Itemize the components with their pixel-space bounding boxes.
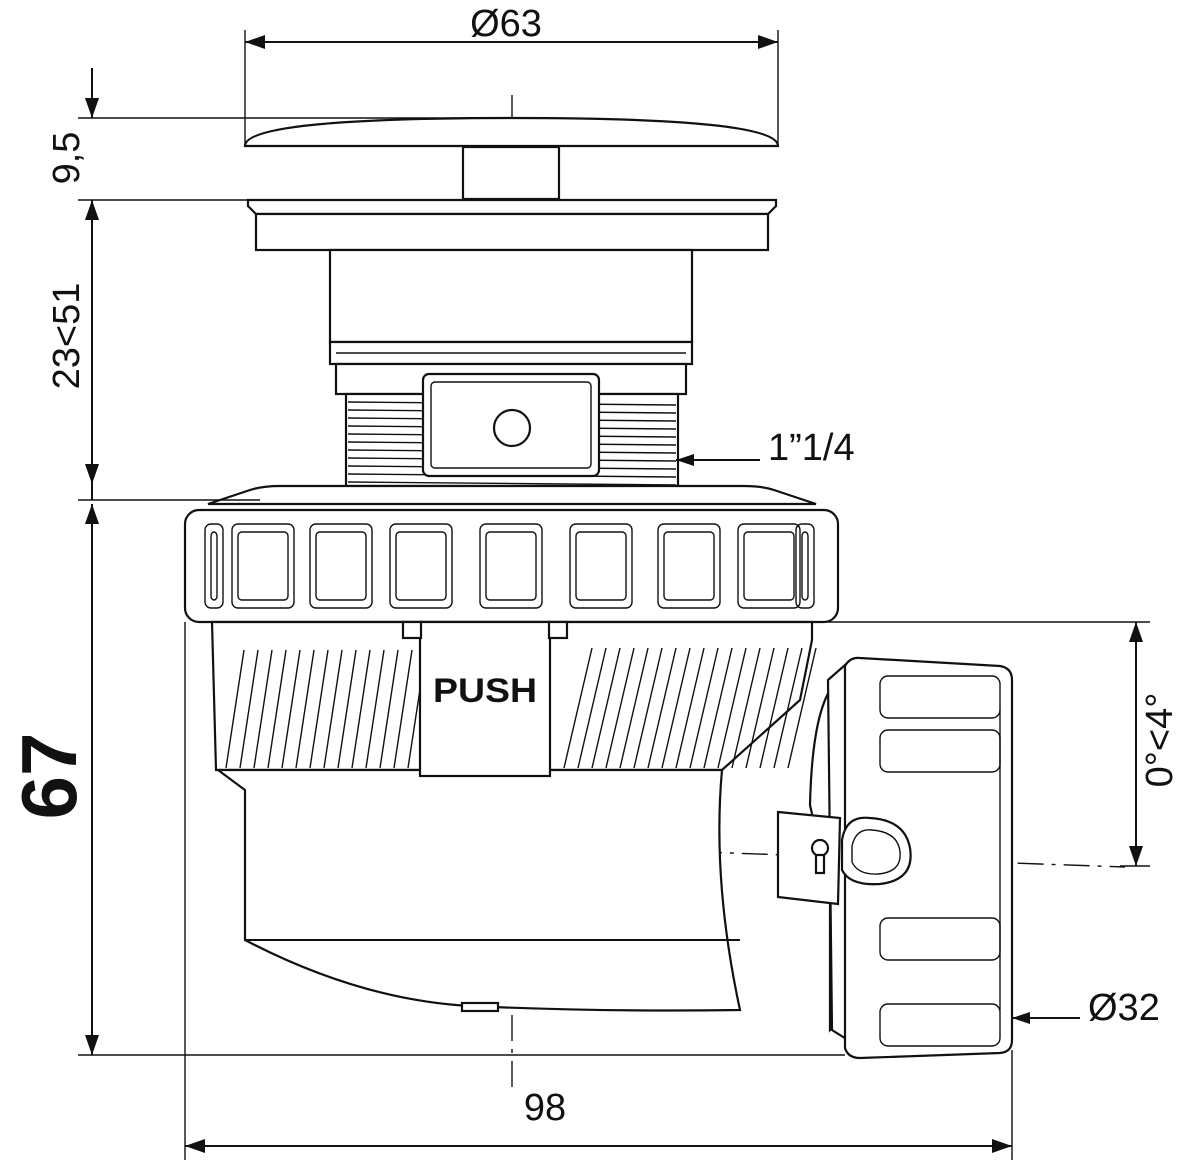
body-rib (337, 649, 357, 769)
dimension-thread: 1”1/4 (676, 427, 855, 469)
outlet-clip (776, 810, 912, 906)
nut-slot-inner (315, 531, 367, 601)
nut-slot-inner (575, 531, 627, 601)
body-rib (745, 647, 775, 769)
body-rib (351, 649, 371, 769)
nut-slot (569, 523, 633, 609)
nut-slot (309, 523, 373, 609)
body-rib (577, 647, 607, 769)
body-rib (225, 649, 245, 769)
cap-height-label: 9,5 (46, 132, 88, 185)
body-rib (619, 647, 649, 769)
body-rib (717, 647, 747, 769)
body-rib (605, 647, 635, 769)
body-rib (281, 649, 301, 769)
cap-diameter-label: Ø63 (470, 3, 542, 45)
nut-slot (389, 523, 453, 609)
nut-slot (479, 523, 543, 609)
dimension-adjust-range: 23<51 (46, 200, 260, 501)
dimension-outlet-angle: 0°<4° (812, 621, 1181, 867)
dimension-overall-width: 98 (184, 622, 1013, 1160)
body-rib (267, 649, 287, 769)
body-rib (633, 647, 663, 769)
nut-slot-inner (743, 531, 795, 601)
nut-slot-inner (485, 531, 537, 601)
nut-slot-inner (801, 531, 809, 601)
body-rib (787, 647, 817, 769)
nut-slot-inner (210, 531, 218, 601)
drain-flange (246, 198, 778, 252)
body-height-label: 67 (5, 733, 93, 820)
body-rib (773, 647, 803, 769)
thread-line (347, 481, 677, 486)
body-rib (689, 647, 719, 769)
dimension-cap-diameter: Ø63 (244, 3, 779, 146)
dimension-cap-height: 9,5 (46, 68, 520, 220)
body-rib (759, 647, 789, 769)
outlet-diameter-label: Ø32 (1088, 987, 1160, 1029)
nut-slot (231, 523, 295, 609)
body-rib (239, 649, 259, 769)
body-rib (703, 647, 733, 769)
body-rib (379, 649, 399, 769)
body-rib (591, 647, 621, 769)
nut-slot-inner (237, 531, 289, 601)
push-latch-button: PUSH (401, 620, 569, 778)
outlet-nut-pad (879, 1003, 1001, 1047)
body-rib (393, 649, 413, 769)
dimension-body-height: 67 (5, 504, 845, 1056)
push-button-cap (243, 116, 780, 201)
body-rib (675, 647, 705, 769)
outlet-nut-pad (879, 675, 1001, 719)
body-rib (563, 647, 593, 769)
body-rib (661, 647, 691, 769)
overall-width-label: 98 (524, 1087, 566, 1129)
lock-nut (183, 484, 840, 624)
body-rib (647, 647, 677, 769)
body-rib (365, 649, 385, 769)
nut-slot (657, 523, 721, 609)
body-rib (309, 649, 329, 769)
body-rib (295, 649, 315, 769)
body-rib (253, 649, 273, 769)
nut-slot-inner (395, 531, 447, 601)
outlet-angle-label: 0°<4° (1139, 693, 1181, 788)
body-rib (731, 647, 761, 769)
nut-slot (204, 523, 224, 609)
outlet-nut (843, 656, 1014, 1060)
nut-slot (795, 523, 815, 609)
nut-slot-inner (663, 531, 715, 601)
body-rib (323, 649, 343, 769)
dimension-outlet-diameter: Ø32 (1012, 987, 1160, 1029)
thread-label: 1”1/4 (768, 427, 855, 469)
adjust-range-label: 23<51 (46, 283, 88, 390)
thread-clip (421, 372, 601, 478)
push-label: PUSH (433, 672, 537, 710)
nut-slot (737, 523, 801, 609)
